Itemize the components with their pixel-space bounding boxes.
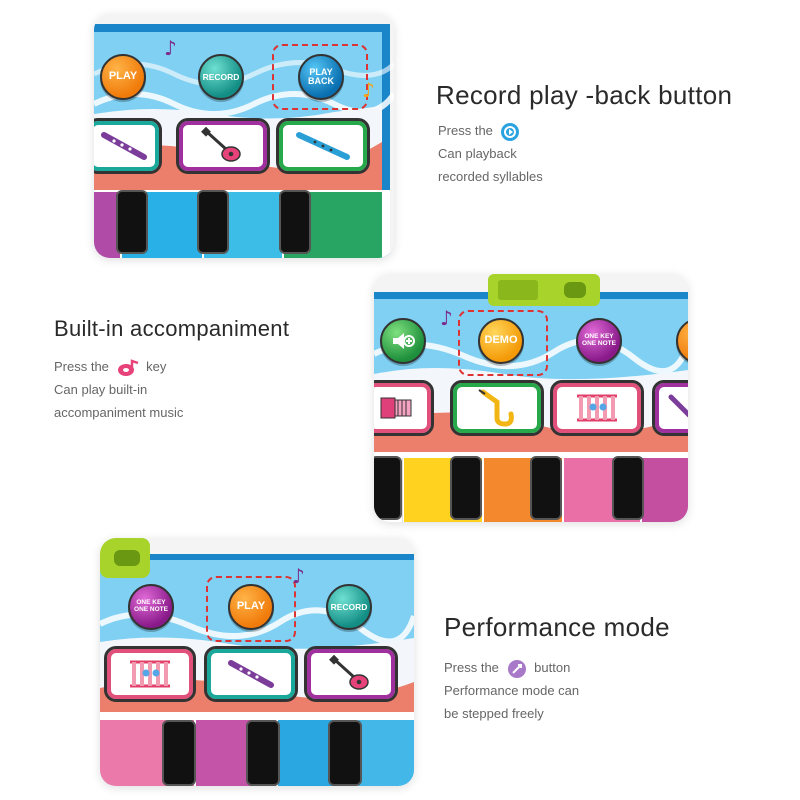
music-note-icon: ♪ <box>292 564 305 588</box>
music-note-icon: ♪ <box>440 306 453 330</box>
black-key[interactable] <box>116 190 148 254</box>
black-key[interactable] <box>197 190 229 254</box>
recorder-icon <box>101 132 147 160</box>
recorder-icon <box>228 660 274 688</box>
instrument-card-clarinet[interactable] <box>652 380 688 436</box>
record-button[interactable]: RECORD <box>198 54 244 100</box>
piano-key-lightblue[interactable] <box>358 720 414 786</box>
guitar-icon <box>201 126 241 162</box>
instrument-card-xylophone[interactable] <box>104 646 196 702</box>
desc-line: Press the key <box>54 355 183 378</box>
black-key[interactable] <box>612 456 644 520</box>
demo-note-icon <box>117 358 138 376</box>
section-title-playback: Record play -back button <box>436 80 733 110</box>
xylophone-icon <box>130 660 170 688</box>
xylophone-icon <box>577 394 617 422</box>
piano-key-magenta[interactable] <box>642 458 688 522</box>
performance-mode-icon <box>507 659 526 678</box>
section-desc-playback: Press the Can playback recorded syllable… <box>438 119 543 188</box>
desc-line: Can play built-in <box>54 382 148 397</box>
instrument-card-recorder[interactable] <box>204 646 298 702</box>
black-key[interactable] <box>246 720 280 786</box>
play-button[interactable]: PLAY <box>228 584 274 630</box>
flute-icon <box>296 132 350 160</box>
instrument-card-xylophone[interactable] <box>550 380 644 436</box>
play-button[interactable]: PLAY <box>100 54 146 100</box>
section-title-accompaniment: Built-in accompaniment <box>54 316 290 341</box>
piano-key-purple[interactable] <box>94 192 120 258</box>
desc-line: recorded syllables <box>438 169 543 184</box>
speaker-plus-icon <box>393 333 415 349</box>
instrument-card-flute[interactable] <box>276 118 370 174</box>
instrument-card-guitar[interactable] <box>176 118 270 174</box>
instrument-card-guitar[interactable] <box>304 646 398 702</box>
saxophone-icon <box>478 389 514 427</box>
music-note-icon: ♪ <box>164 36 177 60</box>
desc-line: Press the <box>438 119 543 142</box>
instrument-card-saxophone[interactable] <box>450 380 544 436</box>
desc-line: Press the button <box>444 656 579 679</box>
section-title-performance: Performance mode <box>444 612 670 642</box>
record-playback-icon <box>500 122 519 141</box>
desc-line: Can playback <box>438 146 517 161</box>
section-desc-accompaniment: Press the key Can play built-in accompan… <box>54 355 183 424</box>
record-button[interactable]: RECORD <box>326 584 372 630</box>
desc-line: accompaniment music <box>54 405 184 420</box>
desc-line: Performance mode can <box>444 683 580 698</box>
accompaniment-button[interactable] <box>380 318 426 364</box>
highlight-frame <box>206 576 296 642</box>
clarinet-icon <box>668 394 688 418</box>
music-note-icon: ♪ <box>362 78 375 102</box>
highlight-frame <box>458 310 548 376</box>
guitar-icon <box>329 654 369 690</box>
accordion-icon <box>380 397 412 419</box>
highlight-frame <box>272 44 368 110</box>
instrument-card-recorder[interactable] <box>94 118 162 174</box>
instrument-card-accordion[interactable] <box>374 380 434 436</box>
black-key[interactable] <box>450 456 482 520</box>
black-key[interactable] <box>374 456 402 520</box>
black-key[interactable] <box>328 720 362 786</box>
section-desc-performance: Press the button Performance mode can be… <box>444 656 579 725</box>
desc-line: be stepped freely <box>444 706 544 721</box>
black-key[interactable] <box>279 190 311 254</box>
black-key[interactable] <box>162 720 196 786</box>
black-key[interactable] <box>530 456 562 520</box>
demo-button[interactable]: DEMO <box>478 318 524 364</box>
